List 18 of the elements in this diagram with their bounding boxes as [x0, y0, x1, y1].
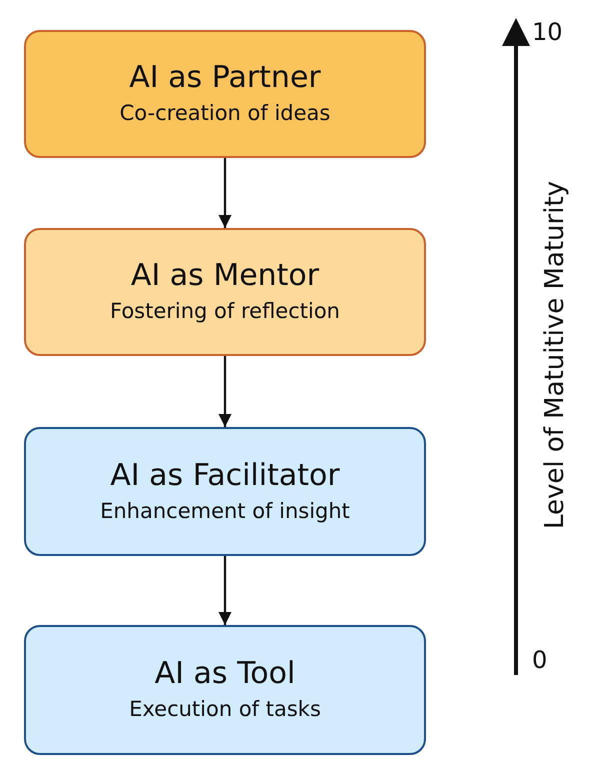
arrow — [218, 158, 232, 228]
arrow — [218, 356, 232, 427]
axis-tick-label: 0 — [532, 646, 548, 674]
axis-tick-label: 10 — [532, 18, 563, 46]
box-title: AI as Partner — [129, 60, 321, 96]
box-subtitle: Co-creation of ideas — [120, 100, 330, 128]
box-subtitle: Enhancement of insight — [100, 498, 350, 525]
arrow — [218, 556, 232, 625]
box-title: AI as Mentor — [130, 258, 320, 294]
axis-title: Level of Matuitive Maturity — [540, 180, 570, 530]
box-subtitle: Fostering of reflection — [110, 298, 340, 326]
process-box — [24, 228, 426, 356]
box-subtitle: Execution of tasks — [129, 696, 321, 724]
box-title: AI as Facilitator — [110, 458, 340, 494]
box-title: AI as Tool — [154, 656, 296, 692]
process-box — [24, 427, 426, 556]
process-box — [24, 625, 426, 755]
process-box — [24, 30, 426, 158]
